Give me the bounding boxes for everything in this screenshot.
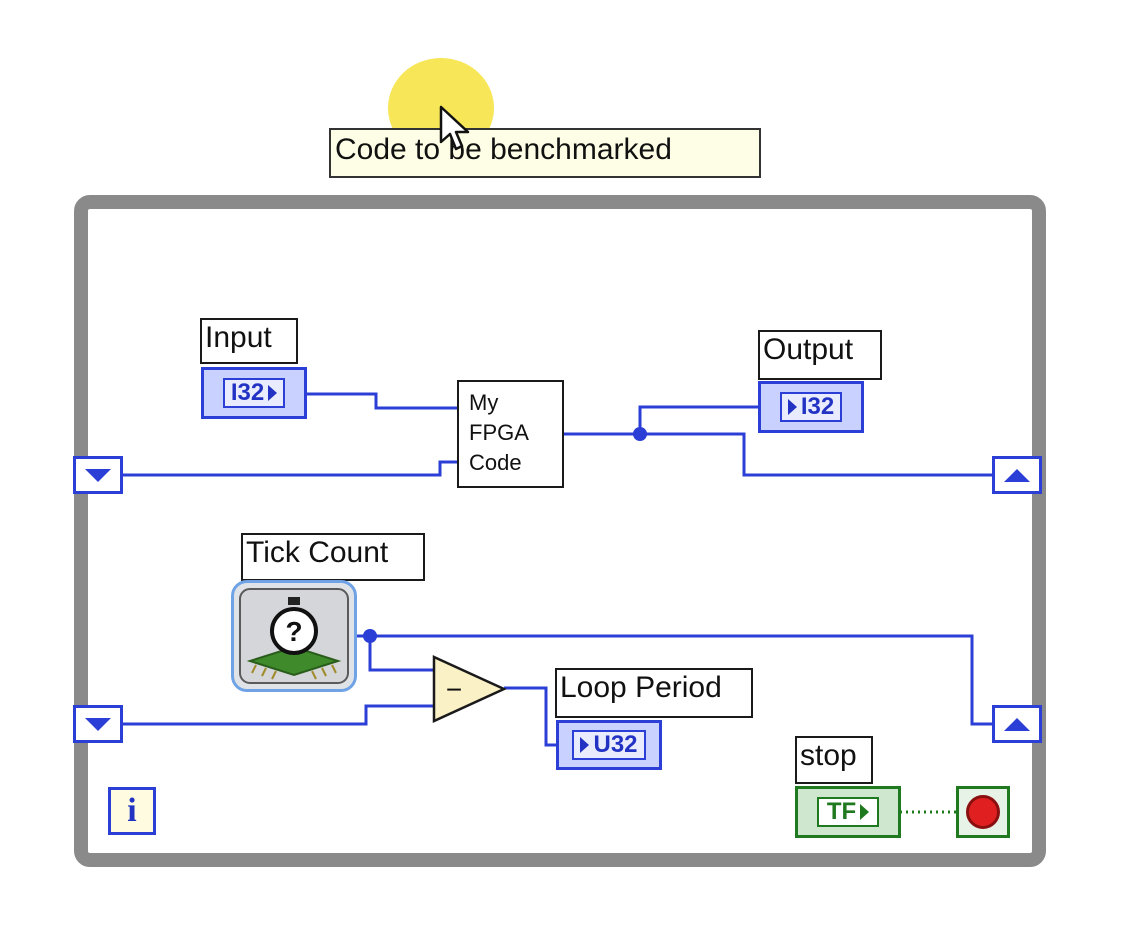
down-arrow-icon	[85, 717, 111, 731]
stopwatch-chip-icon: ?	[239, 588, 349, 684]
stop-terminal-type: TF	[826, 798, 857, 825]
wire-junction-output	[633, 427, 647, 441]
stop-button-icon[interactable]	[956, 786, 1010, 838]
wire-input-to-subvi	[306, 392, 458, 410]
output-label: Output	[758, 330, 882, 380]
wire-shift-left-to-subtract	[122, 704, 434, 726]
input-arrow-icon	[580, 737, 590, 753]
up-arrow-icon	[1004, 468, 1030, 482]
stop-terminal[interactable]: TF	[795, 786, 901, 838]
down-arrow-icon	[85, 468, 111, 482]
subvi-line-3: Code	[469, 450, 522, 475]
up-arrow-icon	[1004, 717, 1030, 731]
iteration-terminal[interactable]: i	[108, 787, 156, 835]
shift-register-right-top[interactable]	[992, 456, 1042, 494]
loop-period-terminal[interactable]: U32	[556, 720, 662, 770]
tick-count-node[interactable]: ?	[231, 580, 357, 692]
subvi-line-1: My	[469, 390, 499, 415]
tick-count-symbol: ?	[285, 616, 302, 647]
stop-sign-icon	[966, 795, 1000, 829]
output-arrow-icon	[860, 804, 870, 820]
tick-count-label: Tick Count	[241, 533, 425, 581]
output-arrow-icon	[268, 385, 278, 401]
subtract-function-icon[interactable]: −	[430, 653, 510, 725]
wire-tick-to-subtract	[368, 636, 434, 672]
shift-register-left-top[interactable]	[73, 456, 123, 494]
input-arrow-icon	[787, 399, 797, 415]
subtract-symbol: −	[446, 674, 462, 705]
wire-junction-tick	[363, 629, 377, 643]
output-terminal-type: I32	[800, 393, 835, 420]
subvi-line-2: FPGA	[469, 420, 529, 445]
loop-period-terminal-type: U32	[593, 731, 638, 758]
mouse-pointer-icon	[439, 105, 470, 151]
input-label: Input	[200, 318, 298, 364]
shift-register-right-bottom[interactable]	[992, 705, 1042, 743]
while-loop-frame[interactable]	[74, 195, 1046, 867]
wire-node-to-output	[638, 405, 760, 434]
stop-label: stop	[795, 736, 873, 784]
output-terminal[interactable]: I32	[758, 381, 864, 433]
wire-subtract-to-loop-period	[504, 686, 556, 747]
wire-node-to-shift-right	[640, 432, 992, 477]
my-fpga-code-subvi[interactable]: My FPGA Code	[457, 380, 564, 488]
input-terminal[interactable]: I32	[201, 367, 307, 419]
shift-register-left-bottom[interactable]	[73, 705, 123, 743]
wire-shift-left-to-subvi	[122, 460, 458, 477]
input-terminal-type: I32	[230, 379, 265, 406]
wire-tick-to-shift-right	[370, 634, 992, 726]
tooltip: Code to be benchmarked	[329, 128, 761, 178]
loop-period-label: Loop Period	[555, 668, 753, 718]
